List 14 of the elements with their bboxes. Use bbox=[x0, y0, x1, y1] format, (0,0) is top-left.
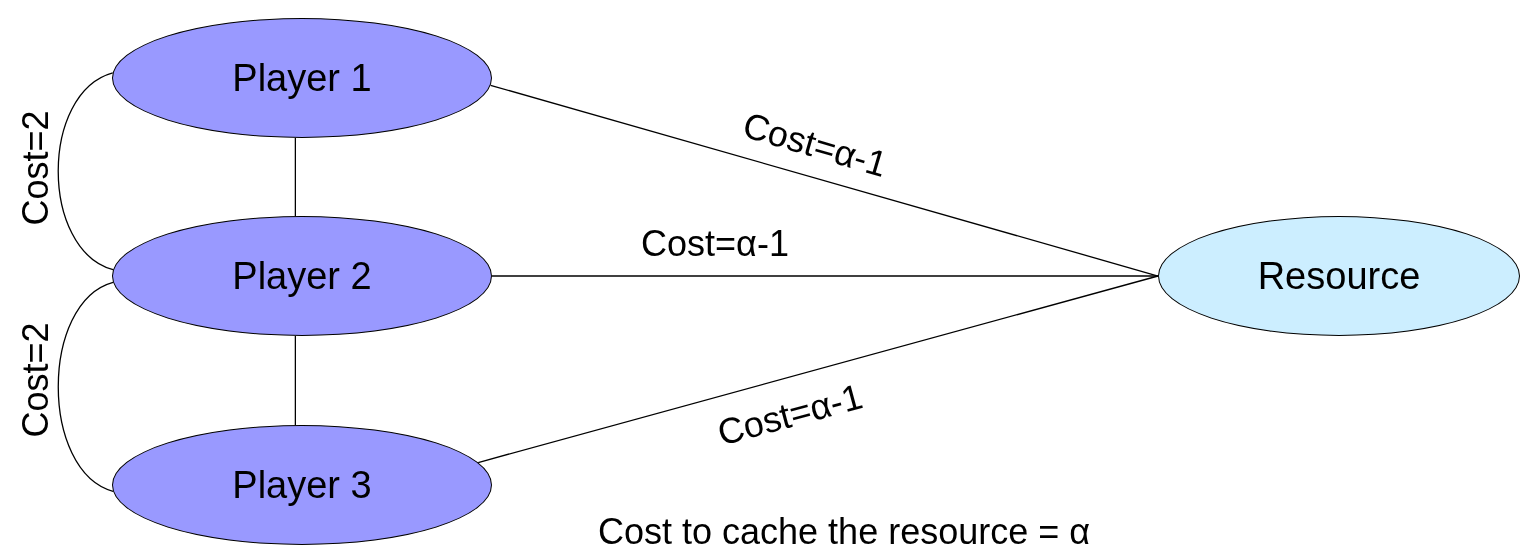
node-label: Resource bbox=[1257, 253, 1421, 299]
node-label: Player 3 bbox=[232, 462, 372, 508]
edge-label: Cost=α-1 bbox=[713, 378, 867, 452]
node-label: Player 2 bbox=[232, 253, 372, 299]
edge-label: Cost=2 bbox=[18, 322, 54, 438]
note-text: Cost to cache the resource = α bbox=[598, 514, 1091, 550]
edge-label: Cost=2 bbox=[18, 110, 54, 226]
connector-line bbox=[57, 72, 114, 271]
node-label: Player 1 bbox=[232, 55, 372, 101]
connector-line bbox=[294, 335, 296, 426]
connector-line bbox=[294, 137, 296, 217]
connector-line bbox=[57, 281, 114, 492]
edge-label: Cost=α-1 bbox=[641, 226, 789, 262]
connector-line bbox=[477, 275, 1159, 464]
